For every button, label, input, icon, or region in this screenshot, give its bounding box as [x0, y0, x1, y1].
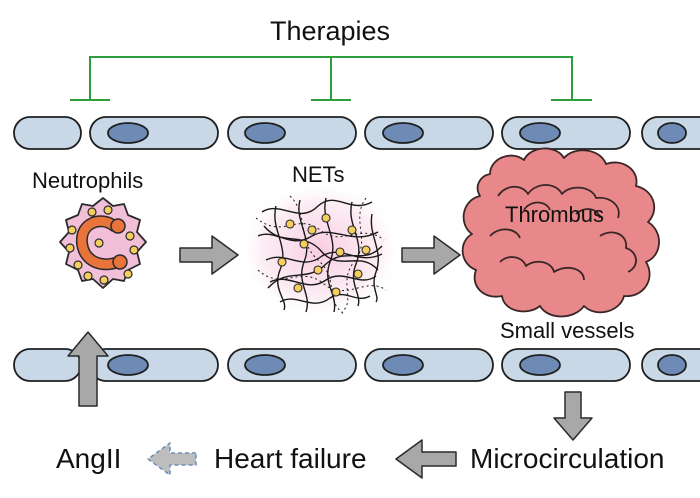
arrow-vessels-to-microcirculation [553, 391, 593, 441]
neutrophil-granules [65, 205, 139, 285]
arrow-nets-to-thrombus [401, 235, 461, 275]
heart-failure-label: Heart failure [214, 443, 367, 474]
arrow-microcirculation-to-heart-failure [395, 439, 457, 479]
nets-granules [277, 213, 371, 297]
nets-label: NETs [292, 162, 345, 187]
arrow-angii-to-neutrophils [67, 331, 109, 407]
neutrophils-label: Neutrophils [32, 168, 144, 193]
arrow-heart-failure-to-angii [147, 442, 197, 476]
therapies-inhibition-lines [70, 56, 592, 101]
neutrophil-cell [59, 197, 147, 289]
nets-cluster [238, 182, 402, 318]
small-vessels-label: Small vessels [500, 318, 635, 343]
thrombus-label: Thrombus [505, 202, 605, 227]
bottom-vessel-wall [13, 348, 700, 382]
therapies-label: Therapies [269, 16, 391, 46]
angii-label: AngII [56, 443, 122, 474]
arrow-neutrophils-to-nets [179, 235, 239, 275]
top-vessel-wall [13, 116, 700, 150]
thrombus-clot [461, 147, 660, 318]
microcirculation-label: Microcirculation [470, 443, 665, 474]
